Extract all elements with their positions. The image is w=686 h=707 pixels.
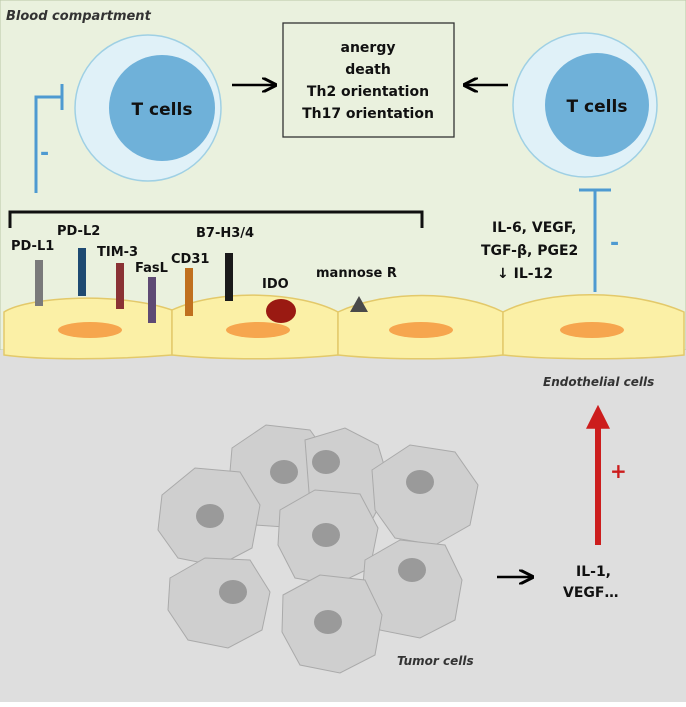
ido-molecule <box>266 299 296 323</box>
cd31-receptor <box>185 268 193 316</box>
ido-label: IDO <box>262 277 289 292</box>
tumor-cells-label: Tumor cells <box>397 654 474 668</box>
endothelial-cells-label: Endothelial cells <box>543 375 654 389</box>
t-cell-left: T cells <box>74 34 222 182</box>
tumor-cells <box>157 424 479 674</box>
left-inhibition-sign: - <box>40 141 49 166</box>
mannose-r-label: mannose R <box>316 266 397 281</box>
cytokine-line-2: TGF-β, PGE2 <box>481 243 578 259</box>
endothelial-nucleus-3 <box>389 322 453 338</box>
mannose-receptor-triangle <box>350 296 368 312</box>
promote-sign: + <box>610 459 627 483</box>
tumor-factor-line-1: IL-1, <box>576 564 611 580</box>
pd-l1-label: PD-L1 <box>11 239 54 254</box>
fasl-label: FasL <box>135 261 168 276</box>
outcome-th2: Th2 orientation <box>307 84 429 100</box>
pd-l2-label: PD-L2 <box>57 224 100 239</box>
b7-h3-4-label: B7-H3/4 <box>196 226 254 241</box>
cytokine-line-3: ↓ IL-12 <box>497 266 553 282</box>
cd31-label: CD31 <box>171 252 209 267</box>
right-inhibition-sign: - <box>610 231 619 256</box>
t-cell-right-label: T cells <box>567 97 628 117</box>
left-inhibition-line <box>34 84 64 193</box>
tumor-cell-4 <box>371 444 479 546</box>
t-cell-right: T cells <box>512 32 658 178</box>
fasl-receptor <box>148 277 156 323</box>
outcome-anergy: anergy <box>341 40 396 56</box>
tim-3-receptor <box>116 263 124 309</box>
molecule-bracket <box>8 210 424 228</box>
pd-l1-receptor <box>35 260 43 306</box>
cytokine-line-1: IL-6, VEGF, <box>492 220 576 236</box>
blood-compartment-label: Blood compartment <box>6 9 152 24</box>
right-inhibition-line <box>579 188 611 292</box>
endothelial-nucleus-4 <box>560 322 624 338</box>
tumor-cell-6 <box>167 557 271 649</box>
outcome-box <box>282 22 455 138</box>
b7-h3-4-receptor <box>225 253 233 301</box>
tim-3-label: TIM-3 <box>97 245 138 260</box>
pd-l2-receptor <box>78 248 86 296</box>
outcome-death: death <box>345 62 391 78</box>
t-cell-left-label: T cells <box>132 100 193 120</box>
endothelial-cells <box>3 294 685 360</box>
endothelial-nucleus-2 <box>226 322 290 338</box>
outcome-th17: Th17 orientation <box>302 106 434 122</box>
tumor-factor-line-2: VEGF… <box>563 585 618 601</box>
endothelial-nucleus-1 <box>58 322 122 338</box>
